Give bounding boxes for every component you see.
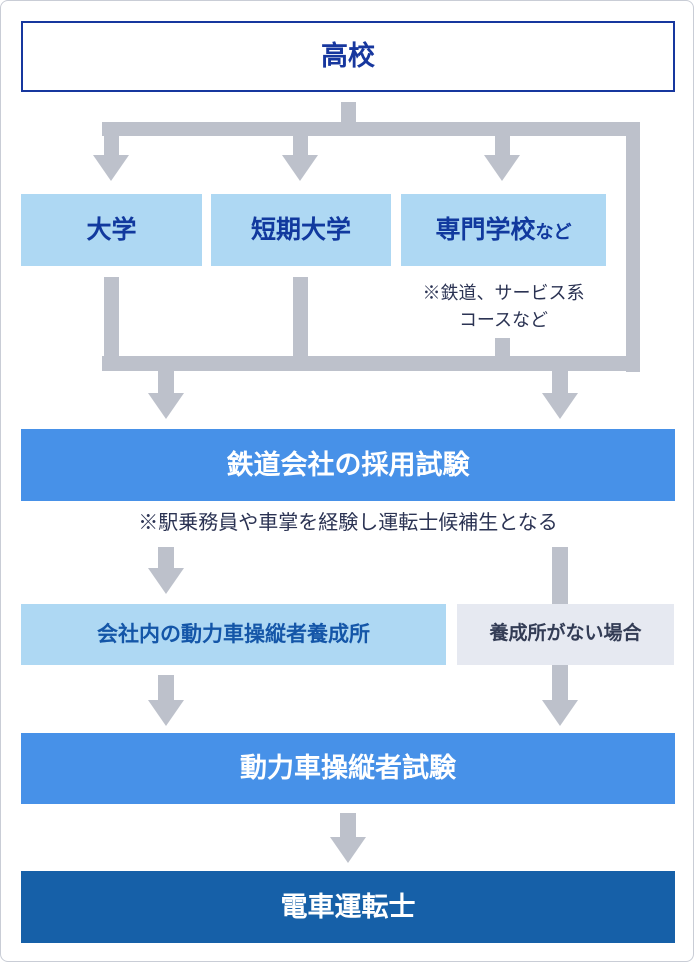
node-highschool-label: 高校 bbox=[321, 41, 375, 72]
node-vocational-suffix: など bbox=[535, 222, 572, 243]
arrowhead-driver-icon bbox=[330, 837, 366, 863]
arrowhead-no-training-icon bbox=[542, 700, 578, 726]
connector-university-down bbox=[104, 277, 119, 357]
connector-direct-path bbox=[626, 122, 640, 372]
vocational-note-line1: ※鉄道、サービス系 bbox=[422, 283, 585, 303]
connector-training-to-exam-stem bbox=[158, 675, 174, 702]
node-operator-exam: 動力車操縦者試験 bbox=[21, 733, 675, 804]
node-training-center-label: 会社内の動力車操縦者養成所 bbox=[97, 622, 370, 646]
connector-merge-right-stem bbox=[552, 370, 568, 394]
connector-merge-left-stem bbox=[158, 370, 174, 394]
node-recruit-exam-label: 鉄道会社の採用試験 bbox=[226, 449, 470, 480]
node-university: 大学 bbox=[21, 194, 202, 266]
connector-branch-vocational bbox=[495, 136, 510, 156]
node-no-training-center-label: 養成所がない場合 bbox=[489, 623, 642, 645]
recruit-note: ※駅乗務員や車掌を経験し運転士候補生となる bbox=[1, 508, 693, 538]
node-training-center: 会社内の動力車操縦者養成所 bbox=[21, 604, 446, 665]
arrowhead-university-icon bbox=[93, 155, 129, 181]
connector-top-branch-bar bbox=[102, 122, 640, 136]
connector-branch-junior-college bbox=[293, 136, 308, 156]
connector-branch-university bbox=[104, 136, 119, 156]
node-vocational-label: 専門学校 bbox=[435, 216, 536, 244]
vocational-note: ※鉄道、サービス系 コースなど bbox=[391, 280, 616, 334]
node-junior-college: 短期大学 bbox=[211, 194, 391, 266]
node-highschool: 高校 bbox=[21, 21, 675, 92]
node-train-driver: 電車運転士 bbox=[21, 871, 675, 943]
node-vocational: 専門学校など bbox=[401, 194, 606, 266]
connector-to-training-stem bbox=[158, 547, 174, 569]
arrowhead-recruit-right-icon bbox=[542, 393, 578, 419]
connector-highschool-stem bbox=[341, 102, 356, 123]
arrowhead-operator-exam-icon bbox=[148, 700, 184, 726]
connector-merge-bar bbox=[102, 356, 640, 371]
arrowhead-training-icon bbox=[148, 568, 184, 594]
node-junior-college-label: 短期大学 bbox=[250, 216, 351, 244]
arrowhead-recruit-left-icon bbox=[148, 393, 184, 419]
arrowhead-vocational-icon bbox=[484, 155, 520, 181]
connector-vocational-down bbox=[495, 338, 510, 357]
node-recruit-exam: 鉄道会社の採用試験 bbox=[21, 429, 675, 501]
connector-to-driver-stem bbox=[340, 813, 356, 839]
connector-junior-college-down bbox=[293, 277, 308, 357]
recruit-note-label: ※駅乗務員や車掌を経験し運転士候補生となる bbox=[138, 512, 558, 534]
node-train-driver-label: 電車運転士 bbox=[280, 891, 416, 922]
vocational-note-line2: コースなど bbox=[458, 310, 549, 330]
arrowhead-junior-college-icon bbox=[282, 155, 318, 181]
node-operator-exam-label: 動力車操縦者試験 bbox=[240, 753, 456, 784]
node-no-training-center: 養成所がない場合 bbox=[457, 604, 674, 665]
node-university-label: 大学 bbox=[86, 216, 137, 244]
